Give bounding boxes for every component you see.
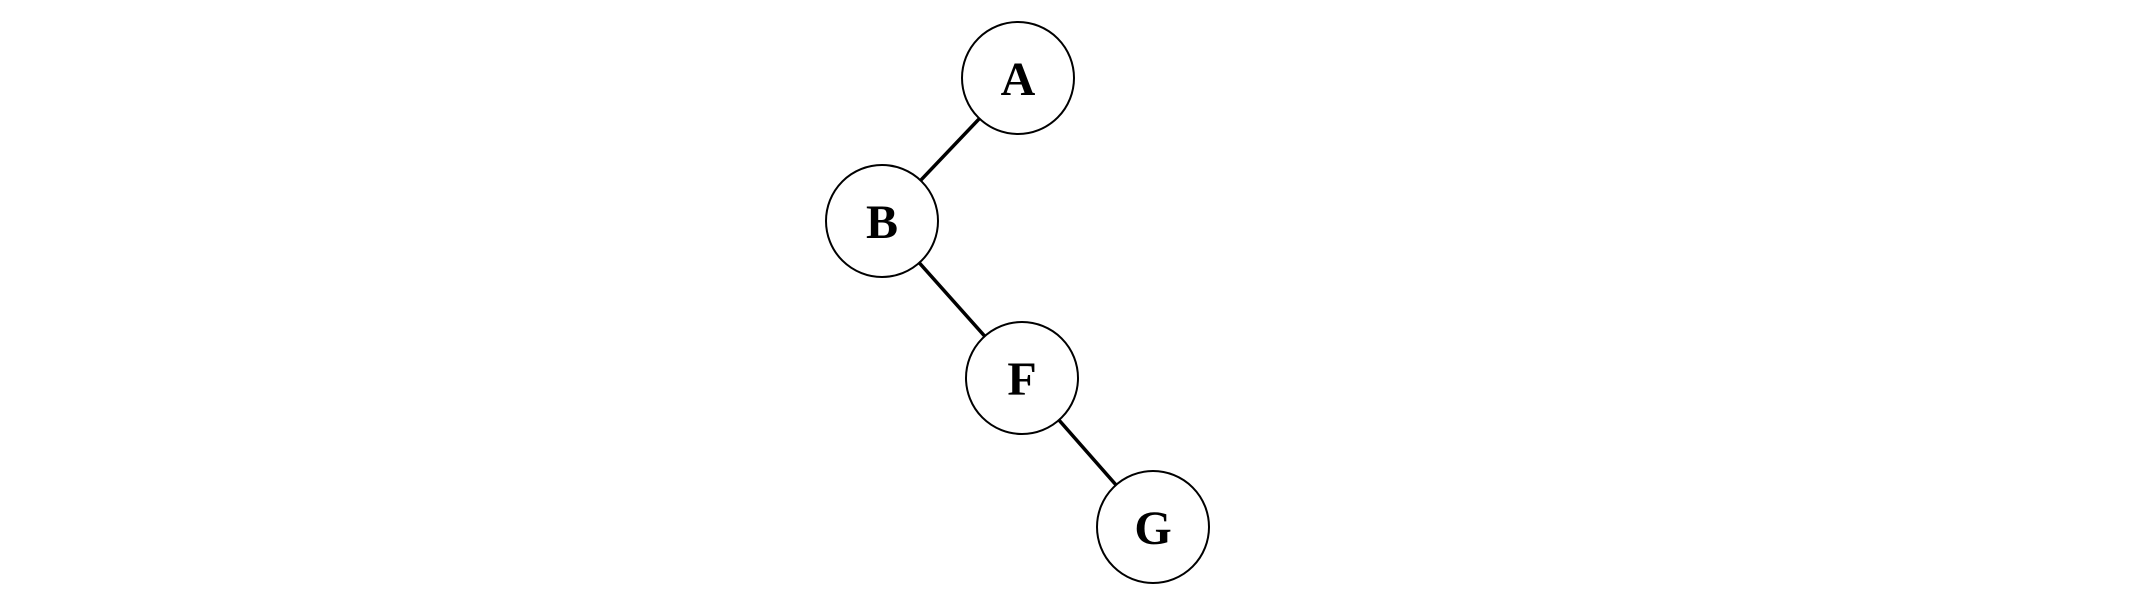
node-circle-B bbox=[825, 164, 939, 278]
node-circle-F bbox=[965, 321, 1079, 435]
node-label-A: A bbox=[1001, 53, 1036, 106]
node-circle-A bbox=[961, 21, 1075, 135]
node-A: A bbox=[961, 21, 1075, 135]
node-circle-G bbox=[1096, 470, 1210, 584]
node-label-G: G bbox=[1134, 502, 1171, 555]
node-label-F: F bbox=[1007, 353, 1036, 406]
edge-layer bbox=[880, 76, 1155, 529]
node-label-B: B bbox=[866, 196, 898, 249]
node-G: G bbox=[1096, 470, 1210, 584]
node-layer: A B F G bbox=[825, 21, 1210, 584]
node-B: B bbox=[825, 164, 939, 278]
node-F: F bbox=[965, 321, 1079, 435]
